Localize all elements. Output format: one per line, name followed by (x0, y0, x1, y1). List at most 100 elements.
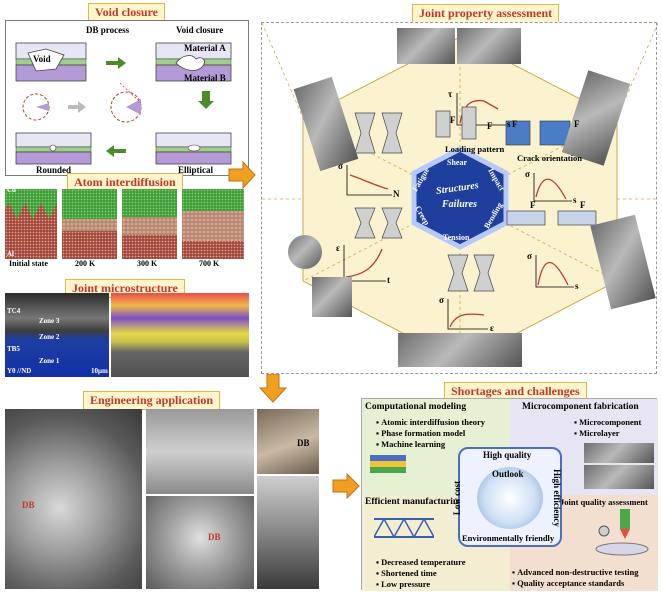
nozzle-photo (146, 409, 254, 494)
quality-items-list: Advanced non-destructive testing Quality… (512, 567, 639, 589)
manuf-item: Shortened time (376, 568, 466, 579)
zone-1: Zone 1 (39, 357, 60, 365)
engineering-application-title: Engineering application (83, 391, 221, 410)
stage-initial: Initial state (9, 259, 48, 268)
axis-s-2: s (573, 195, 577, 205)
scale-bar-label: 10μm (91, 367, 108, 375)
axis-sigma-3: σ (527, 251, 532, 261)
axis-sigma-4: σ (439, 295, 444, 305)
comp-item: Phase formation model (376, 428, 485, 439)
flange-photo (146, 496, 254, 589)
arrow-right-icon-2 (332, 472, 360, 500)
axis-t: t (387, 275, 390, 285)
computational-modeling-header: Computational modeling (365, 402, 467, 412)
manuf-items-list: Decreased temperature Shortened time Low… (376, 557, 466, 590)
axis-sigma-2: σ (525, 169, 530, 179)
efficient-manufacturing-header: Efficient manufacturing (365, 497, 463, 507)
zone-2: Zone 2 (39, 333, 60, 341)
hexagon-diagram (262, 23, 658, 364)
loading-pattern-label: Loading pattern (445, 144, 505, 154)
creep-photo-2 (312, 277, 352, 317)
turbine-photo (5, 409, 142, 589)
joint-quality-header: Joint quality assessment (560, 497, 648, 507)
void-closure-panel: DB process Void closure Void Material A … (5, 20, 249, 176)
zone-3: Zone 3 (39, 317, 60, 325)
db-label-turbine: DB (22, 500, 35, 510)
zone-tc4: TC4 (7, 307, 21, 315)
axis-sigma-1: σ (338, 161, 343, 171)
joint-property-panel: Loading pattern Crack orientation F F F … (261, 22, 658, 374)
db-label-flange: DB (208, 532, 221, 542)
truss-structure-icon (374, 517, 434, 539)
material-a-label: Material A (184, 43, 226, 53)
fracture-photo-top-2 (457, 28, 521, 64)
env-friendly-label: Environmentally friendly (462, 533, 555, 543)
low-cost-label: Low cost (452, 480, 463, 516)
axis-s-1: s (507, 119, 511, 129)
comp-item: Atomic interdiffusion theory (376, 417, 485, 428)
force-label-4: F (574, 119, 580, 129)
force-label-6: F (580, 200, 586, 210)
al-label: Al (7, 250, 14, 258)
comp-items-list: Atomic interdiffusion theory Phase forma… (376, 417, 485, 450)
quality-item: Advanced non-destructive testing (512, 567, 638, 578)
arrow-down-icon (258, 373, 288, 403)
void-label: Void (33, 54, 51, 64)
microlayer-photo (584, 443, 654, 463)
micro-item: Microlayer (574, 428, 641, 439)
creep-photo-1 (288, 235, 322, 269)
y0-nd-label: Y0 //ND (7, 367, 32, 375)
comp-item: Machine learning (376, 439, 485, 450)
manuf-item: Low pressure (376, 579, 466, 590)
joint-property-assessment-title: Joint property assessment (412, 4, 560, 23)
void-closure-label: Void closure (176, 25, 224, 35)
stage-700k: 700 K (199, 259, 220, 268)
force-label-1: F (450, 115, 456, 125)
axis-eps-1: ε (336, 243, 340, 253)
cu-label: Cu (7, 186, 16, 194)
layer-stack-icon (370, 455, 406, 473)
axis-eps-2: ε (490, 323, 494, 333)
high-quality-label: High quality (483, 450, 532, 460)
crack-orientation-label: Crack orientation (517, 153, 582, 163)
rounded-label: Rounded (36, 165, 72, 175)
atom-interdiffusion-panel: Cu Al Initial state 200 K 300 K 700 K (5, 186, 249, 271)
force-label-3: F (512, 119, 518, 129)
axis-n: N (393, 189, 400, 199)
force-label-5: F (530, 200, 536, 210)
manuf-item: Decreased temperature (376, 557, 465, 568)
atom-interdiffusion-title: Atom interdiffusion (67, 173, 183, 192)
outlook-label: Outlook (492, 469, 524, 479)
elliptical-label: Elliptical (178, 165, 214, 175)
force-label-2: F (487, 121, 493, 131)
outlook-circle (477, 467, 543, 529)
void-closure-diagram (15, 42, 232, 165)
joint-microstructure-panel: TC4 Zone 3 Zone 2 TB5 Zone 1 Y0 //ND 10μ… (5, 293, 249, 377)
db-label-panel: DB (297, 438, 310, 448)
high-efficiency-label: High efficiency (551, 469, 562, 527)
db-process-label: DB process (86, 25, 130, 35)
center-failures: Failures (442, 199, 478, 210)
axis-s-3: s (575, 281, 579, 291)
zone-tb5: TB5 (7, 345, 20, 353)
material-b-label: Material B (184, 73, 226, 83)
micro-item: Microcomponent (574, 417, 641, 428)
mode-tension: Tension (443, 233, 470, 242)
stage-200k: 200 K (75, 259, 96, 268)
panel-photo (257, 409, 319, 474)
fracture-photo-top (397, 28, 455, 64)
shortages-panel: Computational modeling Atomic interdiffu… (361, 398, 658, 591)
microstructure-ebsd-image (111, 293, 249, 377)
micro-items-list: Microcomponent Microlayer (574, 417, 641, 439)
stage-300k: 300 K (137, 259, 158, 268)
atom-interdiffusion-image (5, 189, 244, 259)
quality-item: Quality acceptance standards (512, 578, 639, 589)
tension-photo (398, 333, 522, 367)
microstructure-sem-image (5, 293, 109, 377)
mode-shear: Shear (447, 158, 467, 167)
microcomponent-photo (584, 465, 654, 489)
axis-tau: τ (448, 89, 453, 99)
micro-fabrication-header: Microcomponent fabrication (522, 402, 639, 412)
arrow-right-icon (228, 160, 256, 190)
ndt-probe-icon (595, 509, 649, 556)
